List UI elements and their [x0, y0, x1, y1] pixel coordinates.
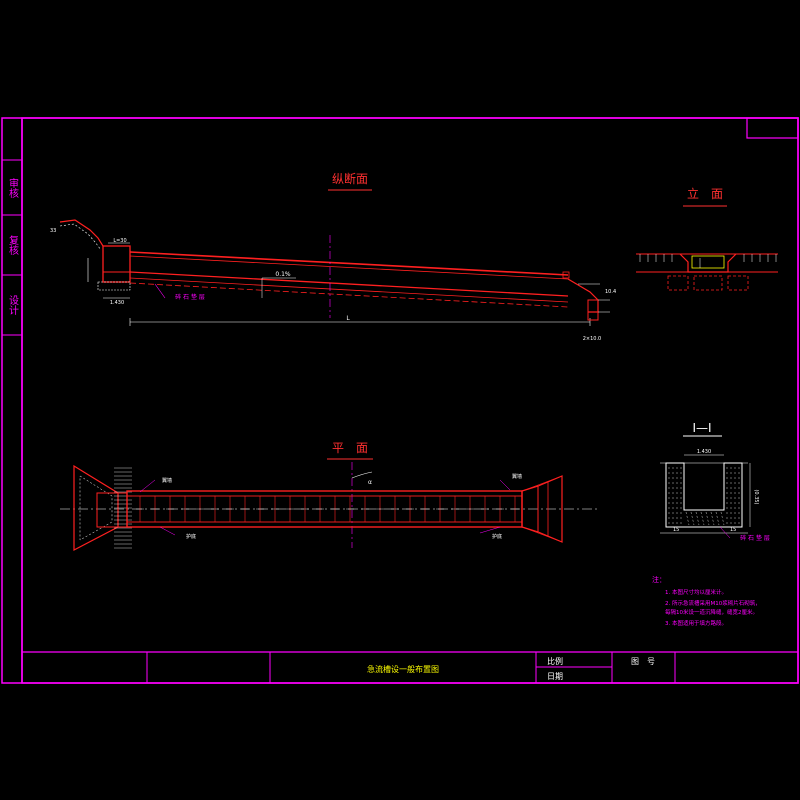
plan-arrow-label: α: [368, 479, 372, 486]
note-2: 2. 所示急流槽采用M10浆砌片石砌筑，: [665, 599, 761, 607]
section-title: I—I: [692, 421, 711, 435]
left-strip: 审核 复核 设计: [2, 159, 22, 336]
section-right-dim: 15: [730, 527, 736, 533]
left-head-hatch: [114, 467, 132, 549]
elevation-view: 立 面: [636, 186, 778, 291]
note-1: 1. 本图尺寸均以厘米计。: [665, 588, 727, 596]
plan-right-bottom-tag: 护底: [492, 533, 502, 540]
section-left-dim: 15: [673, 527, 679, 533]
plan-right-tag: 翼墙: [512, 473, 522, 480]
plan-grid: [136, 496, 519, 522]
section-height-dim: (0.35): [753, 489, 759, 504]
plan-left-tag: 翼墙: [162, 477, 172, 484]
height-mark-1: 33: [50, 228, 56, 234]
scale-label: 比例: [547, 656, 563, 666]
section-top-dim: 1.430: [697, 449, 711, 455]
figure-number-label: 图 号: [631, 657, 655, 666]
notes-heading: 注：: [652, 575, 666, 584]
longitudinal-title: 纵断面: [332, 171, 368, 186]
slope-label: 0.1%: [275, 271, 291, 278]
outer-frame: [1, 117, 799, 684]
note-3: 每隔10米设一道沉降缝，缝宽2厘米。: [665, 608, 758, 616]
length-label: L: [346, 315, 350, 322]
elevation-ticks: [639, 254, 777, 262]
layer-label: 碎 石 垫 层: [175, 293, 205, 301]
notes: 注： 1. 本图尺寸均以厘米计。 2. 所示急流槽采用M10浆砌片石砌筑， 每隔…: [652, 575, 761, 627]
longitudinal-section: 纵断面 33 1.430 L=30 L 0.1% 碎 石: [50, 171, 616, 342]
dim-left-base: 1.430: [110, 300, 124, 306]
section-layer-label: 碎 石 垫 层: [740, 534, 770, 542]
end-label: 2×10.0: [583, 336, 602, 342]
strip-label-check: 复核: [7, 234, 19, 256]
plan-view: 平 面 翼墙 护底 翼墙 护底 α: [60, 441, 600, 551]
elevation-title: 立 面: [687, 186, 723, 201]
drawing-title: 急流槽设一般布置图: [367, 664, 439, 674]
strip-label-review: 审核: [7, 177, 19, 199]
title-block: 急流槽设一般布置图 比例 日期 图 号: [22, 651, 798, 683]
plan-left-bottom-tag: 护底: [186, 533, 196, 540]
corner-box: [746, 117, 799, 139]
dim-left-top: L=30: [113, 238, 126, 244]
dim-right: 10.4: [605, 289, 616, 295]
date-label: 日期: [547, 672, 563, 681]
strip-label-design: 设计: [7, 295, 19, 316]
inner-frame: [21, 117, 799, 684]
note-4: 3. 本图适用于填方路段。: [665, 619, 727, 627]
section-view: I—I 1.430 (0.35) 15 15 碎 石 垫 层: [660, 421, 770, 542]
section-hatch: [668, 467, 740, 526]
plan-title: 平 面: [332, 441, 368, 455]
